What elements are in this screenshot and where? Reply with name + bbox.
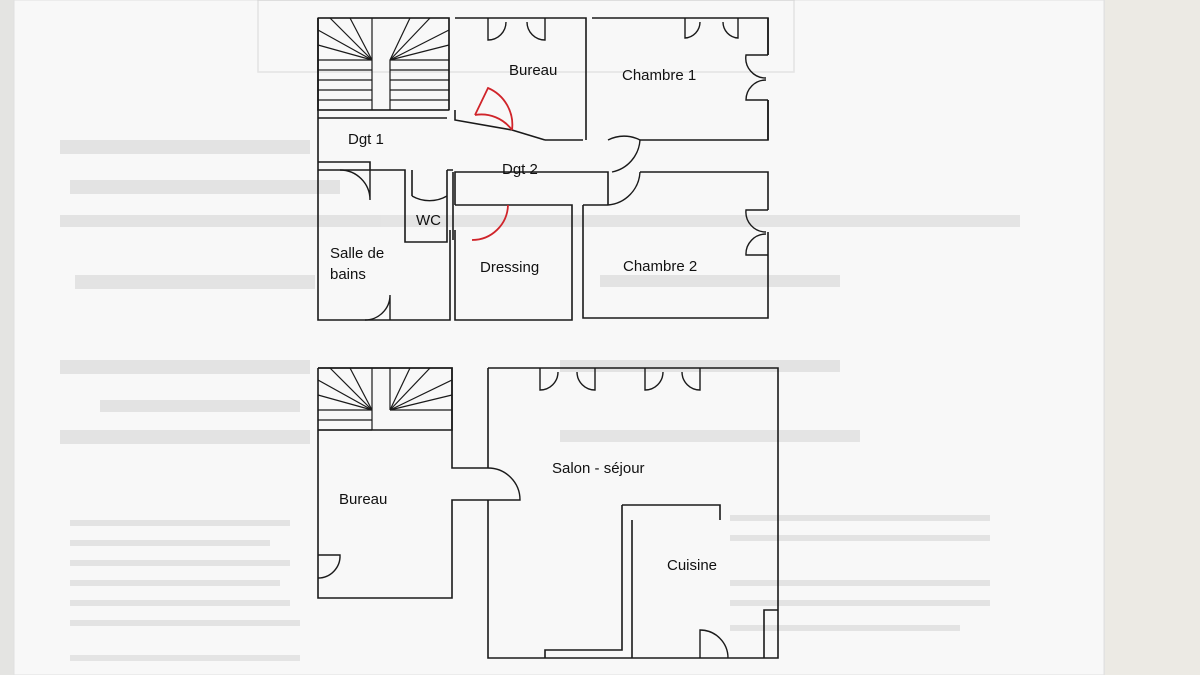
cuisine-walls <box>544 504 778 658</box>
ground-stairs <box>317 367 453 431</box>
room-label-cuisine: Cuisine <box>667 557 717 574</box>
upper-door-swings <box>339 18 768 321</box>
room-label-salle-de-bains-line1: Salle de <box>330 245 384 262</box>
dgt2-walls <box>454 110 769 210</box>
paper-edge <box>13 0 1105 675</box>
ground-stair-box <box>318 367 453 431</box>
room-label-dressing: Dressing <box>480 259 539 276</box>
room-label-bureau-upper: Bureau <box>509 62 557 79</box>
show-through-marks <box>60 0 1020 661</box>
bureau-lower-wall <box>511 129 546 141</box>
ground-floor-plan <box>317 367 779 659</box>
room-label-wc: WC <box>416 212 441 229</box>
red-door-swings <box>471 86 514 241</box>
upper-stairs <box>317 17 450 111</box>
room-labels: Bureau Chambre 1 Dgt 1 Dgt 2 WC Salle de… <box>330 62 717 574</box>
corridor-walls <box>318 117 609 243</box>
room-label-chambre-2: Chambre 2 <box>623 258 697 275</box>
room-label-salon-sejour: Salon - séjour <box>552 460 645 477</box>
ground-main-block <box>487 367 779 659</box>
table-surface-right <box>1105 0 1200 675</box>
paper-sheet <box>14 0 1104 675</box>
room-label-dgt-2: Dgt 2 <box>502 161 538 178</box>
room-label-chambre-1: Chambre 1 <box>622 67 696 84</box>
room-label-salle-de-bains-line2: bains <box>330 266 366 283</box>
room-label-dgt-1: Dgt 1 <box>348 131 384 148</box>
room-label-bureau-ground: Bureau <box>339 491 387 508</box>
ground-door-swings <box>317 368 729 659</box>
